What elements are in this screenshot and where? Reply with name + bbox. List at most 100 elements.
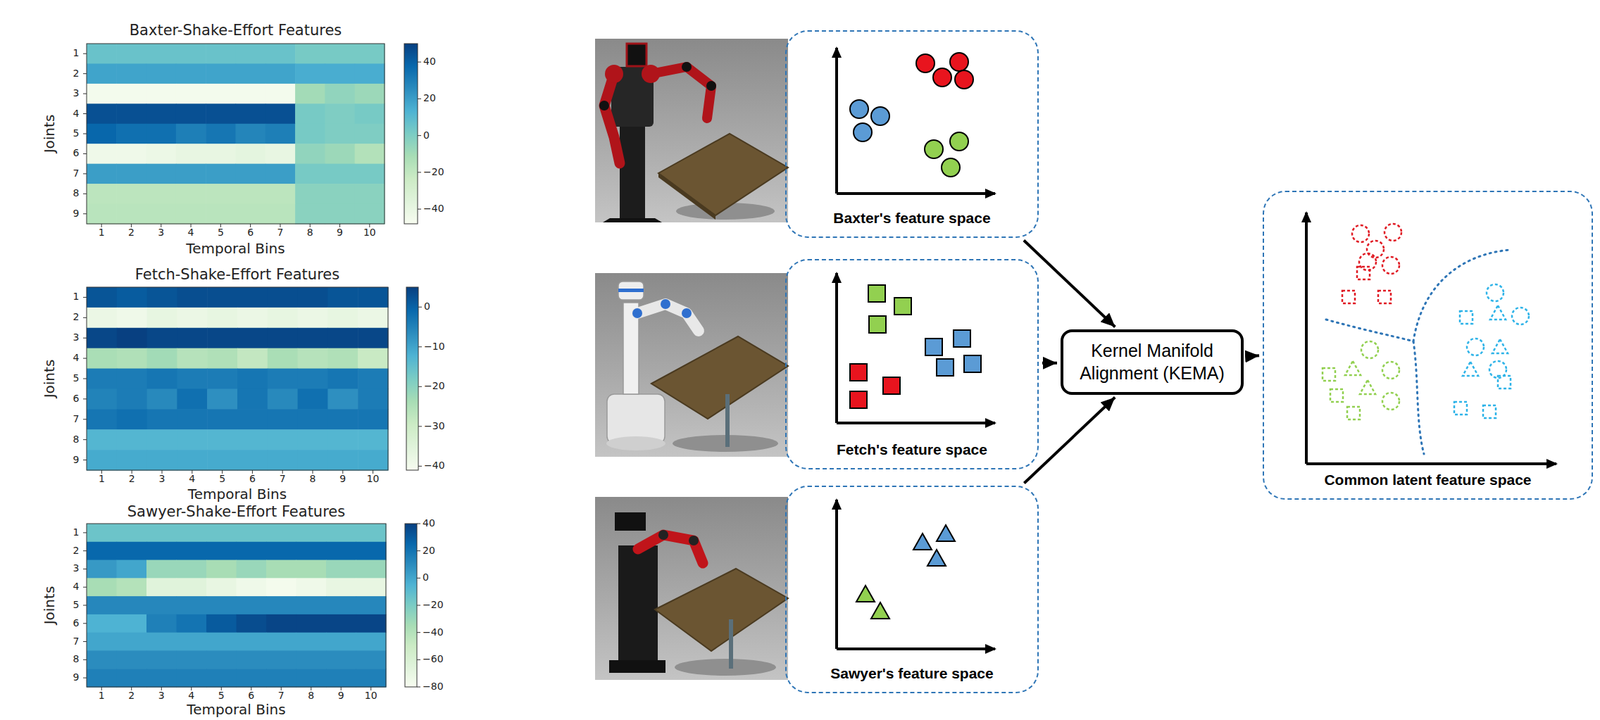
tick-label: 5 — [218, 690, 225, 702]
heatmap-cell — [267, 388, 298, 410]
heatmap-cell — [327, 409, 358, 430]
heatmap-cell — [86, 633, 117, 652]
heatmap-cell — [265, 103, 296, 124]
heatmap-cell — [86, 369, 117, 390]
tick-mark — [417, 135, 422, 136]
heatmap-cell — [176, 83, 207, 105]
heatmap-cell — [147, 409, 178, 430]
heatmap-cell — [86, 578, 117, 597]
heatmap-cell — [297, 369, 329, 390]
heatmap-cell — [235, 143, 267, 165]
heatmap-cell — [206, 633, 237, 652]
heatmap-cell — [116, 542, 148, 561]
tick-mark — [369, 223, 370, 228]
tick-mark — [310, 687, 312, 691]
heatmap-cell — [116, 578, 148, 597]
heatmap-cell — [265, 204, 296, 225]
heatmap-cell — [324, 63, 355, 84]
tick-label: 2 — [73, 68, 80, 79]
tick-mark — [417, 171, 422, 173]
heatmap-cell — [236, 633, 267, 652]
tick-mark — [370, 687, 372, 691]
tick-label: 4 — [73, 108, 80, 120]
heatmap-cell — [295, 183, 326, 205]
heatmap-cell — [297, 450, 329, 471]
tick-mark — [339, 223, 341, 228]
tick-mark — [83, 550, 87, 552]
panel-caption: Baxter's feature space — [786, 209, 1038, 227]
heatmap-cell — [296, 633, 327, 652]
heatmap-cell — [116, 63, 147, 84]
colorbar-tick: −60 — [422, 654, 444, 666]
heatmap-cell — [205, 63, 236, 84]
heatmap-cell — [176, 450, 208, 471]
heatmap-cell — [354, 164, 386, 185]
heatmap-cell — [146, 63, 177, 84]
tick-mark — [83, 173, 87, 174]
heatmap-cell — [266, 542, 297, 561]
tick-mark — [83, 133, 87, 135]
tick-label: 8 — [73, 654, 80, 666]
tick-mark — [83, 569, 87, 570]
tick-mark — [83, 297, 87, 298]
colorbar-tick: −80 — [422, 681, 444, 693]
heatmap-cell — [297, 429, 329, 450]
tick-label: 8 — [73, 434, 80, 446]
tick-label: 9 — [338, 690, 345, 702]
tick-mark — [416, 687, 421, 689]
heatmap-cell — [354, 103, 386, 124]
heatmap-cell — [147, 450, 178, 471]
heatmap-cell — [205, 43, 236, 65]
heatmap-cell — [176, 614, 208, 634]
colorbar-tick: −10 — [423, 341, 446, 353]
heatmap-cell — [176, 103, 207, 124]
heatmap-cell — [295, 63, 326, 84]
heatmap-cell — [324, 164, 355, 185]
heatmap-cell — [176, 369, 208, 390]
heatmap-cell — [295, 123, 326, 145]
heatmap-cell — [147, 328, 178, 349]
heatmap-cell — [146, 204, 177, 225]
heatmap-cell — [354, 204, 386, 225]
tick-mark — [418, 466, 422, 467]
heatmap-cell — [146, 123, 177, 145]
heatmap-cell — [265, 143, 296, 165]
tick-label: 2 — [128, 473, 136, 485]
heatmap-cell — [296, 596, 327, 615]
colorbar — [404, 43, 418, 224]
tick-label: 6 — [73, 618, 80, 629]
latent-scatter — [1306, 212, 1557, 465]
tick-label: 5 — [73, 128, 80, 139]
heatmap-cell — [176, 348, 208, 370]
tick-mark — [161, 470, 163, 474]
heatmap-cell — [206, 542, 237, 561]
heatmap-cell — [266, 578, 297, 597]
tick-label: 5 — [217, 227, 224, 239]
heatmap-cell — [326, 596, 357, 615]
heatmap-cell — [176, 388, 208, 410]
heatmap-cell — [327, 307, 358, 329]
heatmap-cell — [356, 650, 387, 670]
heatmap-cell — [86, 287, 117, 308]
heatmap-cell — [146, 560, 177, 579]
heatmap-cell — [267, 409, 298, 430]
heatmap-cell — [86, 63, 117, 84]
tick-mark — [83, 358, 87, 360]
heatmap-cell — [327, 429, 358, 450]
heatmap-cell — [146, 83, 177, 105]
heatmap-cell — [357, 388, 389, 410]
heatmap-cell — [357, 429, 389, 450]
tick-mark — [101, 687, 103, 691]
tick-mark — [418, 426, 422, 427]
tick-mark — [83, 623, 87, 624]
heatmap-cell — [266, 560, 297, 579]
heatmap-cell — [116, 669, 148, 688]
fetch-render — [595, 273, 789, 458]
tick-mark — [83, 398, 87, 400]
tick-label: 7 — [73, 636, 80, 648]
heatmap-cell — [86, 307, 117, 329]
heatmap-cell — [237, 388, 268, 410]
heatmap-cell — [176, 429, 208, 450]
tick-label: 4 — [188, 690, 195, 702]
